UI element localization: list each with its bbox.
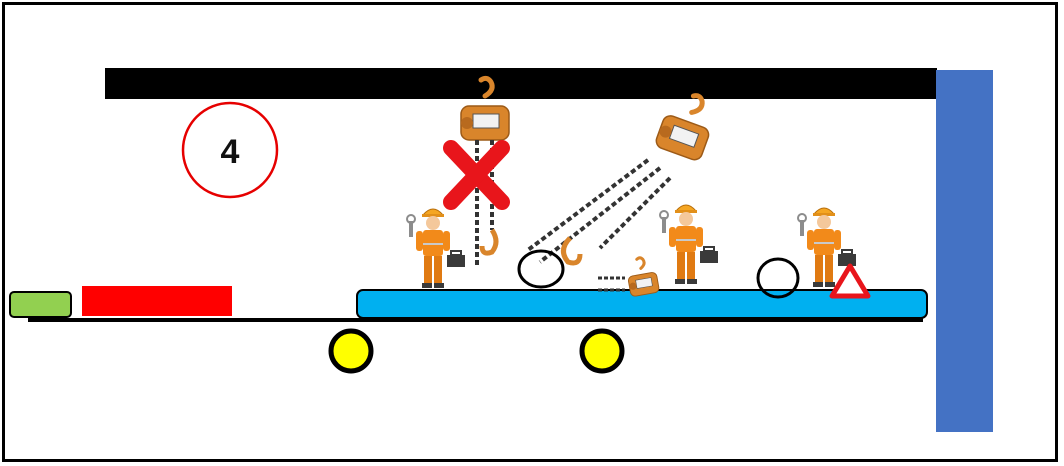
red-block	[82, 286, 232, 316]
green-block	[10, 292, 71, 317]
wheel-left	[331, 331, 371, 371]
ring-left	[519, 251, 563, 287]
wall-column	[936, 70, 993, 432]
step-number-label: 4	[221, 133, 240, 171]
overhead-beam	[105, 68, 937, 99]
warning-triangle-icon	[832, 266, 868, 296]
wheel-right	[582, 331, 622, 371]
worker-icon	[407, 209, 465, 288]
worker-icon	[660, 205, 718, 284]
